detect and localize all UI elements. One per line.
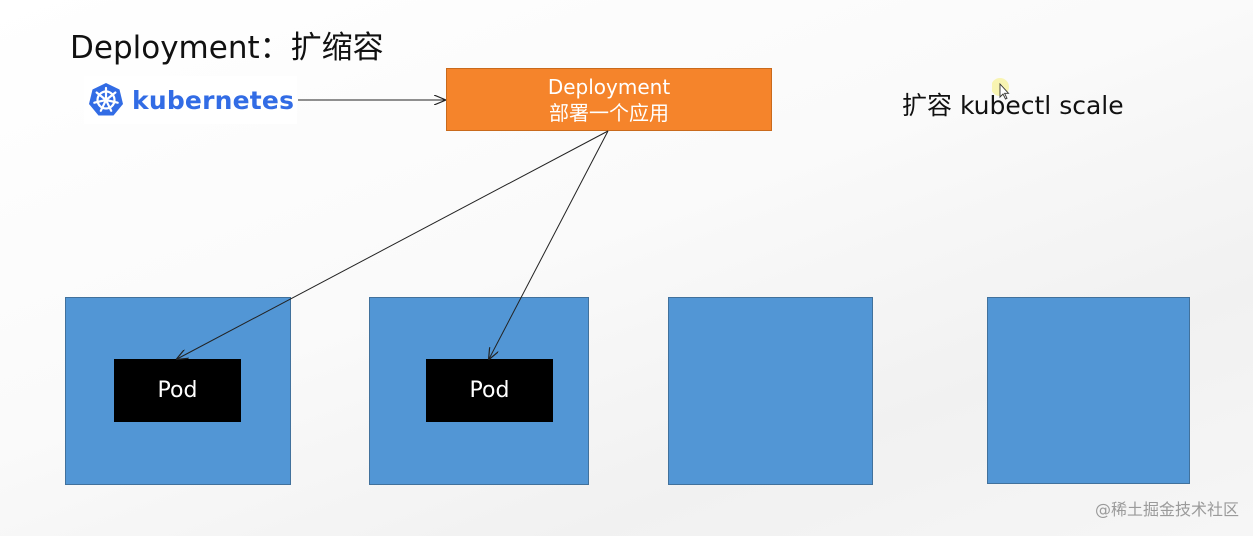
kubernetes-helm-icon: [89, 83, 123, 116]
arrow-deployment-to-pod-1: [177, 130, 609, 359]
slide-title: Deployment：扩缩容: [70, 30, 384, 66]
deployment-box-subtitle: 部署一个应用: [549, 100, 669, 125]
watermark: @稀土掘金技术社区: [1094, 500, 1239, 519]
node-box-4: [987, 297, 1190, 484]
arrow-deployment-to-pod-2: [489, 130, 609, 359]
node-box-2: Pod: [369, 297, 589, 485]
deployment-box-title: Deployment: [547, 74, 671, 99]
pod-box-2: Pod: [426, 359, 553, 422]
cursor-icon: [992, 78, 1010, 100]
scale-note: 扩容 kubectl scale: [902, 91, 1124, 120]
node-box-1: Pod: [65, 297, 291, 485]
deployment-box: Deployment 部署一个应用: [446, 68, 772, 131]
pod-box-1: Pod: [114, 359, 241, 422]
kubernetes-logo: kubernetes: [84, 76, 297, 124]
kubernetes-wordmark: kubernetes: [132, 85, 295, 115]
node-box-3: [668, 297, 873, 485]
